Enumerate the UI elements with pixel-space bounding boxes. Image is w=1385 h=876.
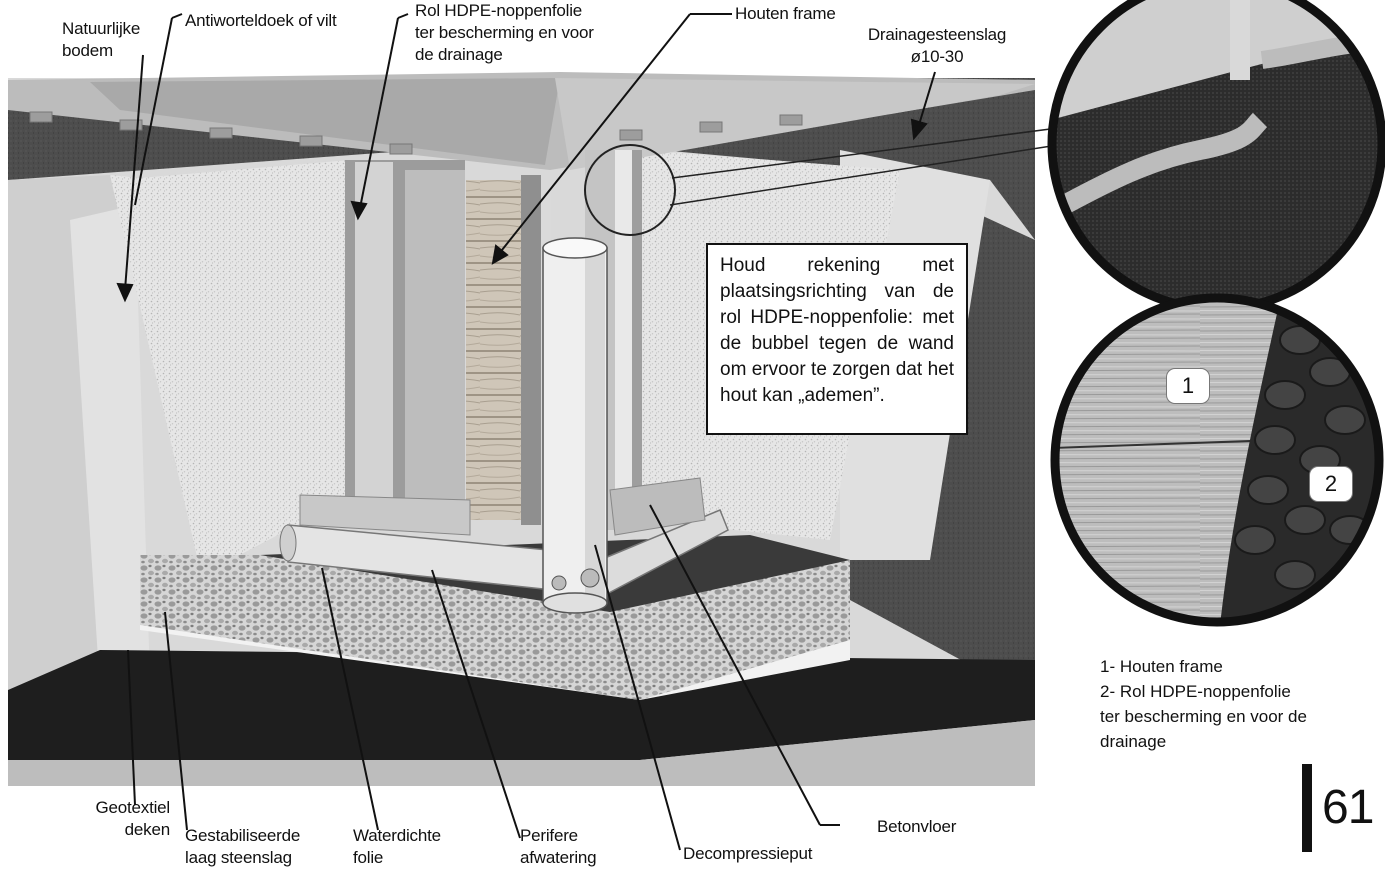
stabilized-gravel [140,555,850,700]
waterproof-membrane [8,650,1035,760]
label-hdpe-roll: Rol HDPE-noppenfolie ter bescherming en … [415,1,594,64]
page-number-bar [1302,764,1312,852]
legend-item-2: 2- Rol HDPE-noppenfolie [1100,682,1291,701]
label-antiroot-fabric: Antiworteldoek of vilt [185,11,337,30]
detail-circle-fabric [1052,0,1382,309]
note-box: Houd rekening met plaatsingsrichting van… [706,243,968,435]
label-concrete-floor: Betonvloer [877,817,957,836]
legend-item-2-cont2: drainage [1100,732,1167,751]
label-drainage-gravel: Drainagesteenslag ø10-30 [867,25,1007,66]
leader-lines [116,13,936,851]
drainage-gravel-left [140,160,350,560]
label-perimeter-drain: Perifere afwatering [520,826,597,867]
page-number: 61 [1322,781,1374,834]
label-decompression-well: Decompressieput [683,844,813,863]
detail-marker [584,144,676,236]
legend-item-1: 1- Houten frame [1100,657,1223,676]
label-stabilized-gravel: Gestabiliseerde laag steenslag [185,826,301,867]
label-geotextile: Geotextiel deken [95,798,170,839]
perimeter-drain [279,477,729,597]
legend-item-2-cont: ter bescherming en voor de [1100,707,1307,726]
label-wooden-frame: Houten frame [735,4,836,23]
legend: 1- Houten frame 2- Rol HDPE-noppenfolie … [1100,654,1307,754]
label-natural-soil: Natuurlijke bodem [62,19,141,60]
decompression-well [542,237,608,614]
wooden-frame [466,180,521,520]
detail-badge-2: 2 [1309,466,1353,502]
label-waterproof-foil: Waterdichte folie [353,826,441,867]
detail-badge-1: 1 [1166,368,1210,404]
detail-circle-bubbles [1055,298,1379,622]
